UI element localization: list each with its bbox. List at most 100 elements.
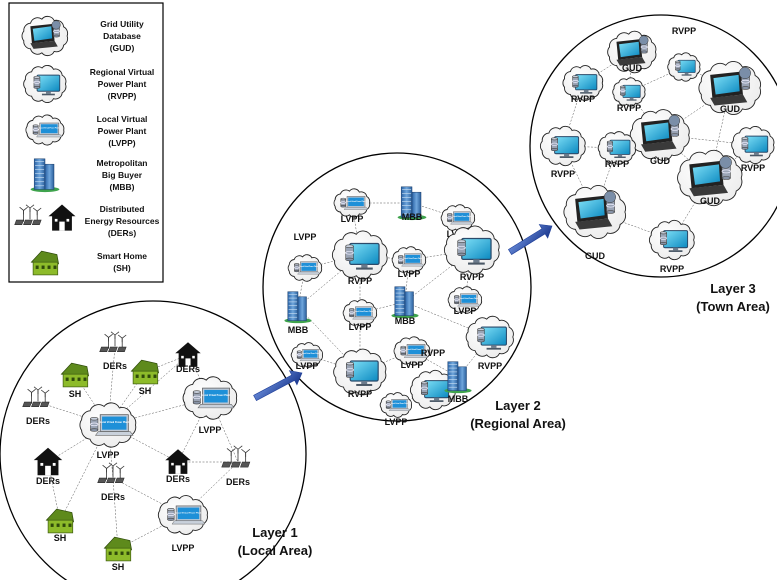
node-label: DERs (226, 477, 250, 487)
node-label: GUD (700, 196, 721, 206)
link (112, 477, 119, 550)
svg-text:Local Virtual Power Plant: Local Virtual Power Plant (302, 352, 319, 355)
lvpp-icon: Local Virtual Power Plant (447, 286, 483, 314)
node-label: GUD (585, 251, 606, 261)
legend-label: Local Virtual (97, 114, 148, 124)
layer2-subtitle: (Regional Area) (470, 416, 566, 431)
layer1-node-ders: DERs (22, 386, 50, 426)
layer3-title: Layer 3 (710, 281, 756, 296)
node-label: LVPP (341, 214, 364, 224)
rvpp-icon (331, 230, 388, 280)
lvpp-icon: Local Virtual Power Plant (182, 376, 238, 420)
node-label: LVPP (401, 360, 424, 370)
rvpp-icon (562, 65, 604, 101)
rvpp-icon (612, 77, 646, 107)
layer2-node-rvpp: RVPP (465, 315, 514, 371)
layer1-title: Layer 1 (252, 525, 298, 540)
node-label: DERs (176, 364, 200, 374)
layer2-node-mbb: MBB (444, 361, 472, 404)
layer2-node-rvpp: RVPP (410, 348, 456, 411)
layer2-node-rvpp: RVPP (333, 348, 387, 399)
svg-text:Local Virtual Power Plant: Local Virtual Power Plant (407, 348, 426, 351)
node-label: LVPP (385, 417, 408, 427)
node-label: DERs (36, 476, 60, 486)
layer1-node-dershouse: DERs (165, 449, 191, 484)
node-label: RVPP (478, 361, 502, 371)
layer1-node-dershouse: DERs (33, 447, 63, 486)
node-label: LVPP (172, 543, 195, 553)
layer2-node-mbb: MBB (391, 286, 419, 326)
node-label: RVPP (551, 169, 575, 179)
legend-label: (SH) (113, 263, 131, 273)
layer1-node-sh: SH (130, 359, 160, 396)
svg-text:Local Virtual Power Plant: Local Virtual Power Plant (176, 511, 202, 514)
layer1-node-ders: DERs (221, 445, 251, 487)
layer2-node-mbb: MBB (284, 291, 312, 335)
legend-label: (DERs) (108, 228, 137, 238)
layer3-node-rvpp: RVPP (612, 77, 646, 113)
sh-icon (130, 359, 160, 385)
node-label: LVPP (294, 232, 317, 242)
node-label: RVPP (348, 389, 372, 399)
legend-label: Grid Utility (100, 19, 144, 29)
layer3-node-rvpp: RVPP (597, 131, 636, 169)
node-label: DERs (103, 361, 127, 371)
legend-item-sh: Smart Home(SH) (30, 250, 147, 276)
rvpp-icon (540, 125, 586, 167)
node-label: RVPP (605, 159, 629, 169)
ders-icon (99, 331, 127, 353)
link (297, 254, 361, 308)
layer3-node-gud: GUD (677, 149, 743, 207)
ders-icon (97, 462, 125, 484)
layer3-node-rvpp: RVPP (731, 126, 775, 173)
mbb-icon (397, 186, 427, 221)
node-label: LVPP (454, 306, 477, 316)
layer3-node-rvpp: RVPP (667, 26, 701, 82)
svg-text:Local Virtual Power Plant: Local Virtual Power Plant (347, 200, 366, 203)
lvpp-icon: Local Virtual Power Plant (379, 392, 412, 418)
node-label: GUD (650, 156, 671, 166)
node-label: RVPP (741, 163, 765, 173)
link (107, 346, 116, 426)
mbb-icon (30, 158, 60, 193)
ders-icon (175, 342, 201, 367)
lvpp-icon: Local Virtual Power Plant (157, 495, 208, 535)
arrow-layer2-to-layer3 (508, 224, 553, 255)
svg-text:Local Virtual Power Plant: Local Virtual Power Plant (453, 215, 471, 218)
rvpp-icon (597, 131, 636, 165)
lvpp-icon: Local Virtual Power Plant (290, 342, 323, 368)
legend-label: Power Plant (98, 126, 147, 136)
node-label: MBB (395, 316, 416, 326)
node-label: MBB (448, 394, 469, 404)
node-label: LVPP (97, 450, 120, 460)
rvpp-icon (465, 315, 514, 359)
legend-label: Database (103, 31, 141, 41)
legend-label: (GUD) (110, 43, 135, 53)
sh-icon (60, 362, 90, 388)
node-label: LVPP (296, 361, 319, 371)
rvpp-icon (649, 219, 695, 261)
rvpp-icon (410, 369, 456, 411)
lvpp-icon: Local Virtual Power Plant (333, 188, 371, 218)
legend-label: Big Buyer (102, 170, 143, 180)
layer3-subtitle: (Town Area) (696, 299, 770, 314)
sh-icon (45, 508, 75, 534)
layer1-node-ders: DERs (99, 331, 127, 371)
svg-text:Local Virtual Power Plant: Local Virtual Power Plant (404, 257, 422, 260)
node-label: DERs (166, 474, 190, 484)
layer-arrows (253, 224, 553, 402)
layer1-node-sh: SH (103, 536, 133, 572)
layer2-node-mbb: MBB (397, 186, 427, 222)
gud-icon (21, 15, 69, 57)
node-label: DERs (26, 416, 50, 426)
gud-icon (677, 149, 743, 207)
layer3-node-rvpp: RVPP (649, 219, 695, 274)
